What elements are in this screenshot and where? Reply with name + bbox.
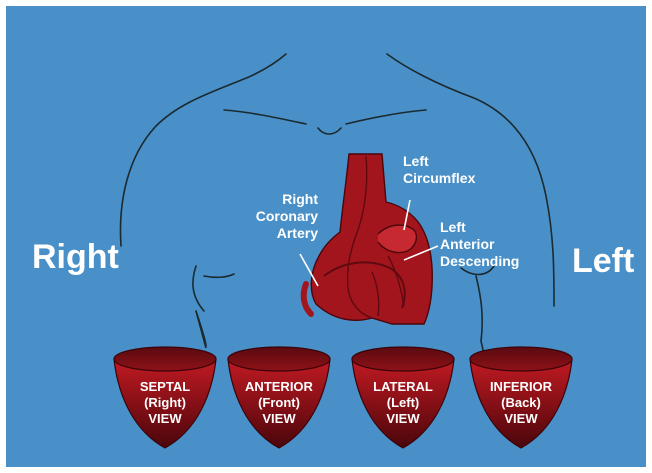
callout-line: Right [282,191,318,207]
view-line: SEPTAL [140,379,190,394]
callout-line: Coronary [256,208,318,224]
right-coronary-artery-label: Right Coronary Artery [256,191,319,241]
heart-diagram: Right Left Right Coronary Artery Left Ci… [6,6,646,467]
left-anterior-descending-label: Left Anterior Descending [440,219,519,269]
view-line: VIEW [386,411,420,426]
right-side-label: Right [32,238,119,276]
callout-line: Artery [277,225,318,241]
view-line: VIEW [148,411,182,426]
callout-line: Anterior [440,236,495,252]
diagram-panel: Right Left Right Coronary Artery Left Ci… [6,6,646,467]
callout-line: Descending [440,253,519,269]
view-line: (Front) [258,395,300,410]
view-line: (Right) [144,395,186,410]
inferior-view-bowl: INFERIOR (Back) VIEW [470,347,572,448]
anterior-view-bowl: ANTERIOR (Front) VIEW [228,347,330,448]
view-line: VIEW [504,411,538,426]
left-circumflex-label: Left Circumflex [403,153,476,186]
view-line: VIEW [262,411,296,426]
view-line: INFERIOR [490,379,553,394]
view-line: (Left) [387,395,420,410]
callout-line: Left [440,219,466,235]
view-line: LATERAL [373,379,433,394]
lateral-view-bowl: LATERAL (Left) VIEW [352,347,454,448]
view-line: ANTERIOR [245,379,314,394]
callout-line: Left [403,153,429,169]
view-line: (Back) [501,395,541,410]
callout-line: Circumflex [403,170,476,186]
left-side-label: Left [572,242,634,280]
septal-view-bowl: SEPTAL (Right) VIEW [114,347,216,448]
